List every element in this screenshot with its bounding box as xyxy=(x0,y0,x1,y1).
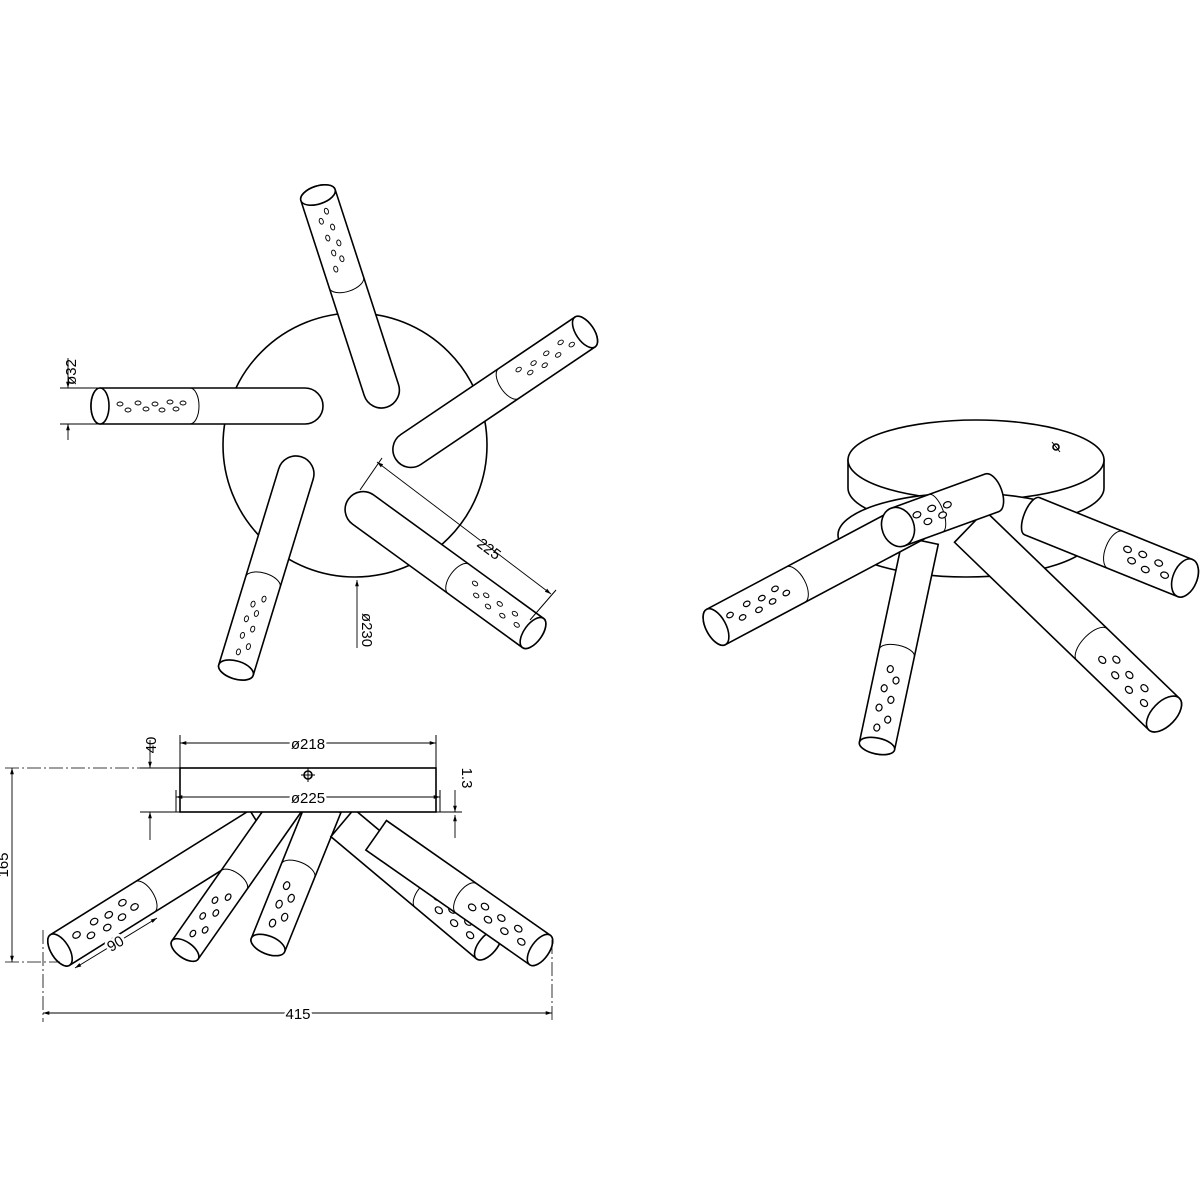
top-view: ø32 225 ø230 xyxy=(60,183,599,681)
dim-base-bottom-diameter-label: ø225 xyxy=(291,790,325,807)
dim-base-bottom-diameter: ø225 xyxy=(175,788,441,812)
dim-base-diameter: ø230 xyxy=(355,580,375,648)
top-view-arm-lower-left xyxy=(217,455,315,681)
top-view-arm-left xyxy=(90,387,324,425)
perspective-view xyxy=(702,419,1200,756)
dim-total-width: 415 xyxy=(42,930,553,1026)
perspective-arm-back-right xyxy=(1020,496,1200,598)
side-view-base xyxy=(176,767,440,813)
dim-base-diameter-label: ø230 xyxy=(358,613,375,647)
top-view-arm-left-holes xyxy=(116,399,187,413)
dim-tube-diameter-label: ø32 xyxy=(63,359,80,385)
dim-base-lip-label: 1.3 xyxy=(458,768,475,789)
dim-base-height-label: 40 xyxy=(143,737,160,754)
top-view-arm-top xyxy=(299,183,401,409)
dim-base-height: 40 xyxy=(140,737,180,840)
dim-arm-length-label: 225 xyxy=(474,535,504,564)
dim-base-lip: 1.3 xyxy=(440,768,475,838)
dim-total-width-label: 415 xyxy=(285,1006,310,1023)
dim-base-top-diameter: ø218 xyxy=(179,734,437,768)
perspective-arm-front-right xyxy=(953,509,1183,733)
dim-base-top-diameter-label: ø218 xyxy=(291,736,325,753)
dim-total-height-label: 165 xyxy=(0,852,12,877)
side-view: 40 ø218 ø225 1.3 165 xyxy=(0,734,554,1026)
dim-total-height: 165 xyxy=(0,767,180,963)
perspective-arm-back-left xyxy=(880,472,1005,548)
perspective-arm-left xyxy=(702,502,926,647)
dim-tube-diameter: ø32 xyxy=(60,358,98,440)
perspective-arm-front-center xyxy=(858,535,940,756)
